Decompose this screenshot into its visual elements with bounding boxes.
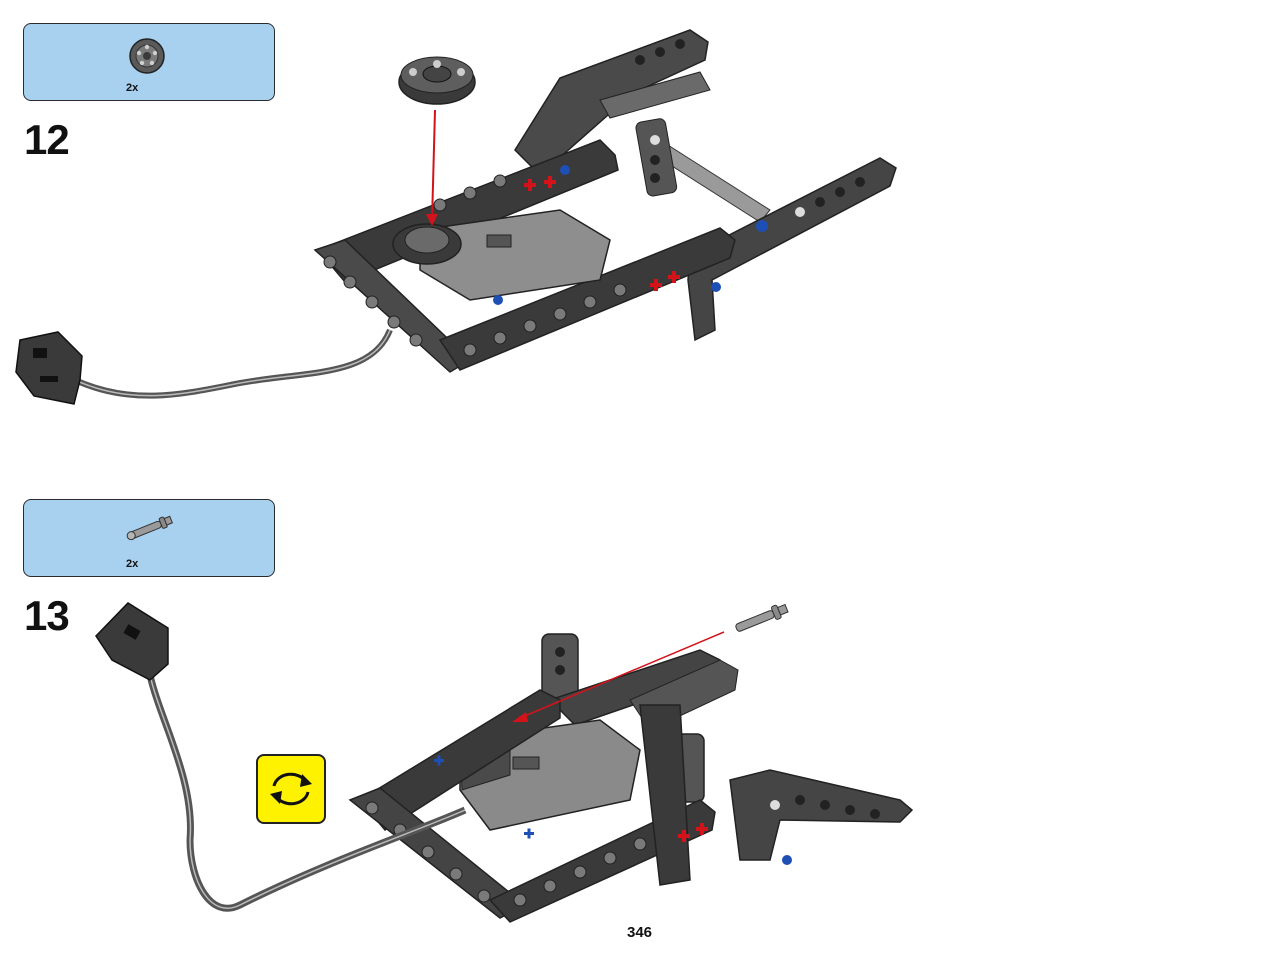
motor-cable	[73, 328, 393, 399]
axle-pin-floating	[735, 603, 789, 632]
part-quantity: 2x	[126, 558, 139, 570]
step-12-assembly	[15, 29, 897, 405]
cable-connector	[15, 331, 83, 405]
step-13-assembly	[95, 602, 914, 923]
angled-beam-right	[687, 157, 897, 342]
pulley-wheel-floating	[398, 56, 476, 105]
step-number-13: 13	[24, 592, 70, 639]
page-number: 346	[627, 924, 653, 941]
parts-callout-step-13: 2x	[23, 499, 275, 577]
parts-callout-step-12: 2x	[23, 23, 275, 101]
part-quantity: 2x	[126, 82, 139, 94]
assembly-arrow-13	[519, 631, 725, 719]
red-axle-markers	[524, 176, 680, 291]
rotate-model-icon	[256, 754, 326, 824]
axle-pin-icon	[126, 515, 174, 541]
beam-upper-small	[599, 71, 711, 119]
assembly-arrow	[431, 109, 436, 223]
motor	[419, 209, 611, 301]
pulley-wheel-icon	[129, 38, 165, 74]
step-number-12: 12	[24, 116, 70, 163]
